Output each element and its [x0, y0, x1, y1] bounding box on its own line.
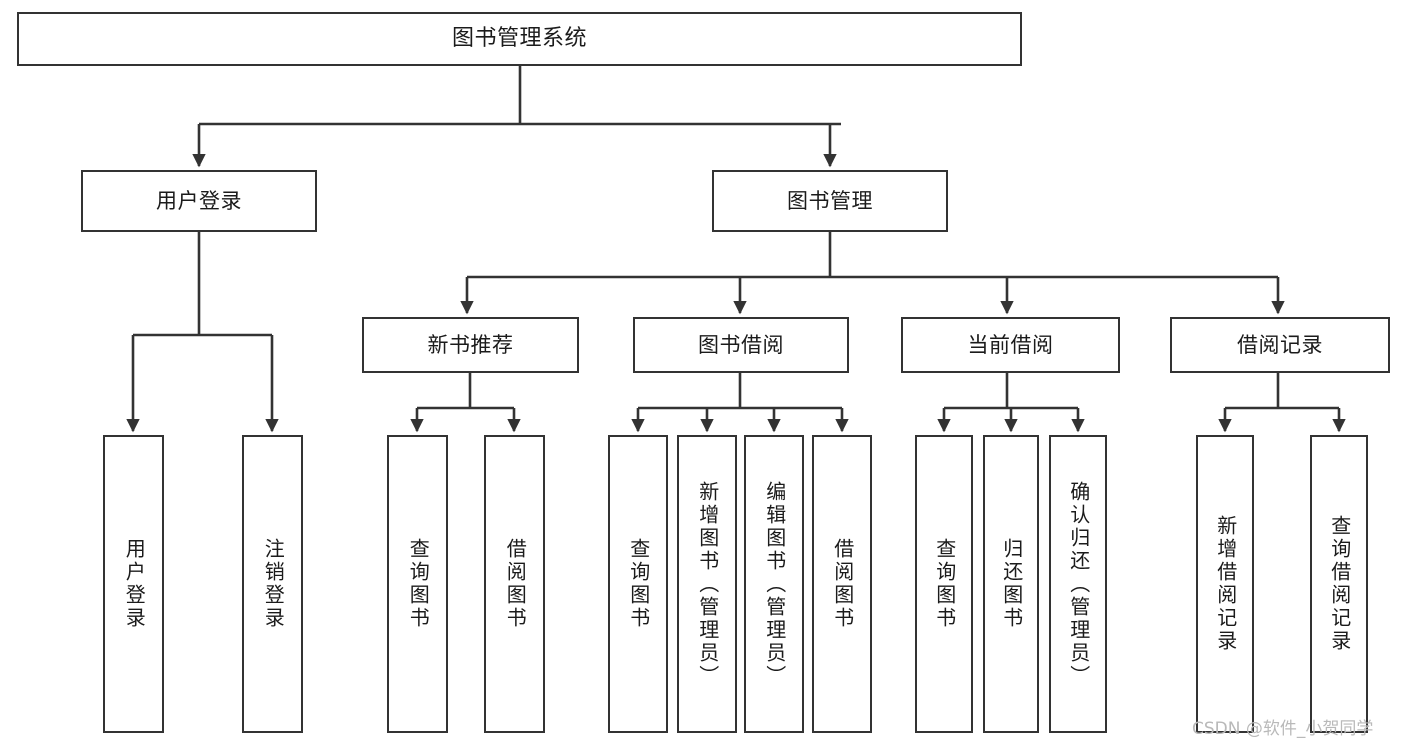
node-leaf-return-book-label: 归还图书 [999, 538, 1024, 630]
node-new-book-recommend-label: 新书推荐 [427, 332, 514, 357]
node-leaf-borrow-books-rec[interactable]: 借阅图书 [484, 435, 545, 733]
node-leaf-borrow-book[interactable]: 借阅图书 [812, 435, 872, 733]
node-book-borrow[interactable]: 图书借阅 [633, 317, 849, 373]
node-borrow-record-label: 借阅记录 [1237, 332, 1323, 357]
node-leaf-return-book[interactable]: 归还图书 [983, 435, 1039, 733]
node-user-login-label: 用户登录 [156, 188, 242, 213]
node-leaf-logout-login-label: 注销登录 [261, 538, 286, 630]
node-leaf-query-books-current-label: 查询图书 [932, 538, 957, 630]
node-user-login[interactable]: 用户登录 [81, 170, 317, 232]
node-leaf-query-borrow-record[interactable]: 查询借阅记录 [1310, 435, 1368, 733]
node-leaf-edit-book-admin-label: 编辑图书（管理员） [762, 480, 787, 688]
node-leaf-user-login-label: 用户登录 [122, 538, 147, 630]
node-leaf-query-borrow-record-label: 查询借阅记录 [1327, 515, 1352, 653]
node-book-management-label: 图书管理 [787, 188, 873, 213]
node-current-borrow[interactable]: 当前借阅 [901, 317, 1120, 373]
node-current-borrow-label: 当前借阅 [967, 332, 1054, 357]
node-leaf-query-books-borrow[interactable]: 查询图书 [608, 435, 668, 733]
node-book-borrow-label: 图书借阅 [698, 332, 784, 357]
node-leaf-confirm-return-admin-label: 确认归还（管理员） [1066, 480, 1091, 688]
node-book-management[interactable]: 图书管理 [712, 170, 948, 232]
node-leaf-add-book-admin-label: 新增图书（管理员） [695, 480, 720, 688]
node-leaf-borrow-books-rec-label: 借阅图书 [503, 538, 528, 630]
node-root-label: 图书管理系统 [451, 26, 587, 52]
node-leaf-add-borrow-record[interactable]: 新增借阅记录 [1196, 435, 1254, 733]
node-leaf-confirm-return-admin[interactable]: 确认归还（管理员） [1049, 435, 1107, 733]
node-borrow-record[interactable]: 借阅记录 [1170, 317, 1390, 373]
node-leaf-query-books-rec[interactable]: 查询图书 [387, 435, 448, 733]
node-root[interactable]: 图书管理系统 [17, 12, 1022, 66]
node-leaf-borrow-book-label: 借阅图书 [830, 538, 855, 630]
node-leaf-edit-book-admin[interactable]: 编辑图书（管理员） [744, 435, 804, 733]
node-leaf-query-books-borrow-label: 查询图书 [626, 538, 651, 630]
node-leaf-add-borrow-record-label: 新增借阅记录 [1213, 515, 1238, 653]
node-leaf-query-books-rec-label: 查询图书 [406, 538, 431, 630]
node-leaf-query-books-current[interactable]: 查询图书 [915, 435, 973, 733]
node-leaf-user-login[interactable]: 用户登录 [103, 435, 164, 733]
node-leaf-logout-login[interactable]: 注销登录 [242, 435, 303, 733]
node-new-book-recommend[interactable]: 新书推荐 [362, 317, 579, 373]
node-leaf-add-book-admin[interactable]: 新增图书（管理员） [677, 435, 737, 733]
